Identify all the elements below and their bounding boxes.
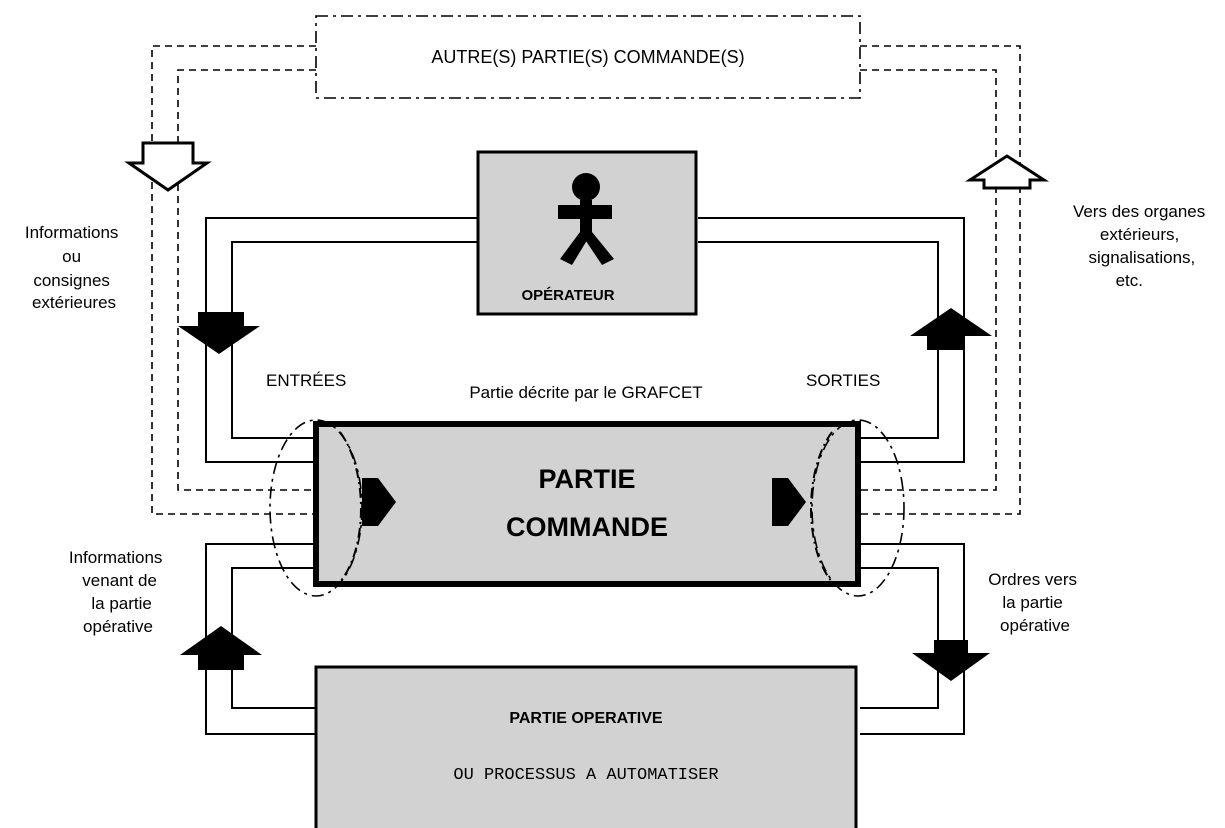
external-organs-line-3: signalisations, [1088, 248, 1195, 267]
right-boundary-ellipse [811, 419, 905, 597]
operative-info-label: Informations venant de la partie opérati… [69, 548, 167, 636]
orders-label: Ordres vers la partie opérative [988, 570, 1082, 635]
other-control-parts-label: AUTRE(S) PARTIE(S) COMMANDE(S) [431, 47, 744, 67]
orders-arrow-icon [912, 640, 990, 681]
external-info-line-1: Informations [25, 223, 119, 242]
stick-figure-icon [558, 173, 614, 265]
control-part-title-line-2: COMMANDE [506, 512, 668, 542]
operator-label: OPÉRATEUR [521, 287, 614, 304]
operative-part-box: PARTIE OPERATIVE OU PROCESSUS A AUTOMATI… [314, 665, 858, 828]
output-arrow-icon [910, 308, 992, 350]
external-organs-line-2: extérieurs, [1100, 225, 1179, 244]
operative-part-title: PARTIE OPERATIVE [509, 710, 663, 727]
hollow-down-arrow-icon [124, 141, 212, 192]
operative-info-line-3: la partie [91, 594, 151, 613]
external-organs-line-4: etc. [1116, 271, 1143, 290]
outputs-label: SORTIES [806, 371, 880, 390]
process-subtitle: OU PROCESSUS A AUTOMATISER [453, 766, 718, 785]
external-dashed-links [151, 45, 1021, 515]
operative-info-line-4: opérative [83, 617, 153, 636]
hollow-up-arrow-icon [964, 154, 1050, 190]
input-arrow-icon [178, 312, 260, 354]
feedback-arrow-icon [180, 626, 262, 670]
operative-info-line-2: venant de [82, 571, 157, 590]
grafcet-scope-label: Partie décrite par le GRAFCET [469, 383, 702, 402]
internal-output-arrow-icon [772, 478, 806, 526]
control-part-title-line-1: PARTIE [538, 464, 635, 494]
orders-line-3: opérative [1000, 616, 1070, 635]
external-info-line-4: extérieures [32, 293, 116, 312]
external-organs-label: Vers des organes extérieurs, signalisati… [1073, 202, 1210, 290]
operative-info-line-1: Informations [69, 548, 163, 567]
orders-line-2: la partie [1002, 593, 1062, 612]
other-control-parts-box: AUTRE(S) PARTIE(S) COMMANDE(S) [315, 15, 861, 99]
external-organs-line-1: Vers des organes [1073, 202, 1205, 221]
orders-line-1: Ordres vers [988, 570, 1077, 589]
inputs-label: ENTRÉES [266, 371, 346, 390]
operator-box: OPÉRATEUR [476, 150, 698, 316]
control-part-box: PARTIE COMMANDE [269, 419, 905, 597]
internal-input-arrow-icon [362, 478, 396, 526]
external-info-label: Informations ou consignes extérieures [25, 223, 123, 312]
external-info-line-3: consignes [33, 271, 110, 290]
external-info-line-2: ou [62, 247, 81, 266]
